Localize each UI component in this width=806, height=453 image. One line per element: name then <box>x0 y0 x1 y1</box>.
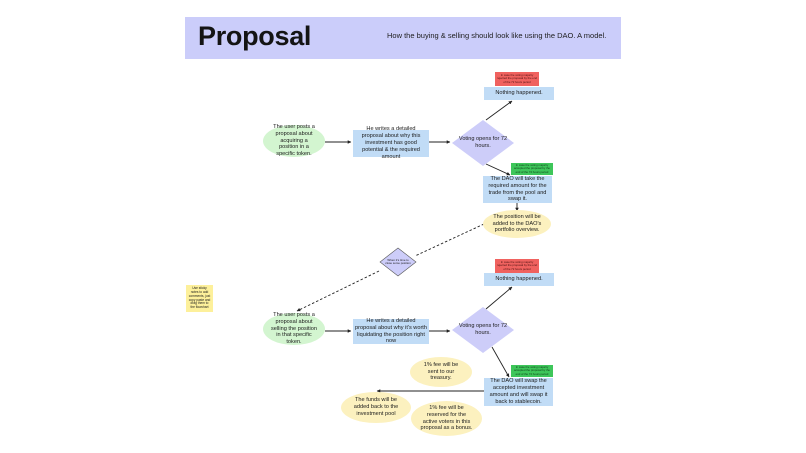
node-fee-voters[interactable]: 1% fee will be reserved for the active v… <box>411 401 482 436</box>
node-buy-voting-decision[interactable]: Voting opens for 72 hours. <box>451 119 515 167</box>
diamond-shape <box>379 247 417 277</box>
node-funds-back-to-pool[interactable]: The funds will be added back to the inve… <box>341 392 411 423</box>
diamond-shape <box>452 307 514 353</box>
node-buy-nothing-happened[interactable]: Nothing happened. <box>484 87 554 100</box>
node-sell-writes-proposal[interactable]: He writes a detailed proposal about why … <box>353 318 429 344</box>
edge-sell-voting-to-swap <box>491 346 510 378</box>
edge-position-to-decision <box>414 223 485 257</box>
edge-decision-to-sell-post <box>296 270 380 312</box>
node-buy-writes-proposal[interactable]: He writes a detailed proposal about why … <box>353 126 429 160</box>
edge-sell-voting-to-nothing <box>485 286 513 310</box>
node-sell-voting-decision[interactable]: Voting opens for 72 hours. <box>451 306 515 354</box>
node-buy-dao-swap[interactable]: The DAO will take the required amount fo… <box>483 176 552 203</box>
node-sell-voting-label: Voting opens for 72 hours. <box>458 323 508 336</box>
page-subtitle: How the buying & selling should look lik… <box>387 31 607 40</box>
node-sell-nothing-happened[interactable]: Nothing happened. <box>484 273 554 286</box>
node-buy-voting-label: Voting opens for 72 hours. <box>458 136 508 149</box>
node-fee-treasury[interactable]: 1% fee will be sent to our treasury. <box>410 357 472 387</box>
node-buy-position-added[interactable]: The position will be added to the DAO's … <box>483 210 551 238</box>
node-sell-dao-swap[interactable]: The DAO will swap the accepted investmen… <box>484 378 553 406</box>
node-sell-trigger-label: When it's time to close some position <box>385 257 411 265</box>
note-buy-rejected[interactable]: In case the voting majority rejected the… <box>495 72 539 86</box>
edge-buy-voting-to-swap <box>485 163 511 176</box>
node-sell-user-posts[interactable]: The user posts a proposal about selling … <box>263 312 325 345</box>
note-sell-rejected[interactable]: In case the voting majority rejected the… <box>495 259 539 273</box>
node-sell-trigger-decision[interactable]: When it's time to close some position <box>379 247 417 277</box>
sticky-note[interactable]: Use sticky notes to add comments, just c… <box>186 285 213 312</box>
node-buy-user-posts[interactable]: The user posts a proposal about acquirin… <box>263 124 325 157</box>
note-sell-accepted[interactable]: In case the voting majority accepted the… <box>511 365 553 377</box>
page-title: Proposal <box>198 21 312 51</box>
edge-buy-voting-to-nothing <box>485 100 513 121</box>
header-banner: Proposal How the buying & selling should… <box>185 17 621 59</box>
note-buy-accepted[interactable]: In case the voting majority accepted the… <box>511 163 553 175</box>
diamond-shape <box>452 120 514 166</box>
